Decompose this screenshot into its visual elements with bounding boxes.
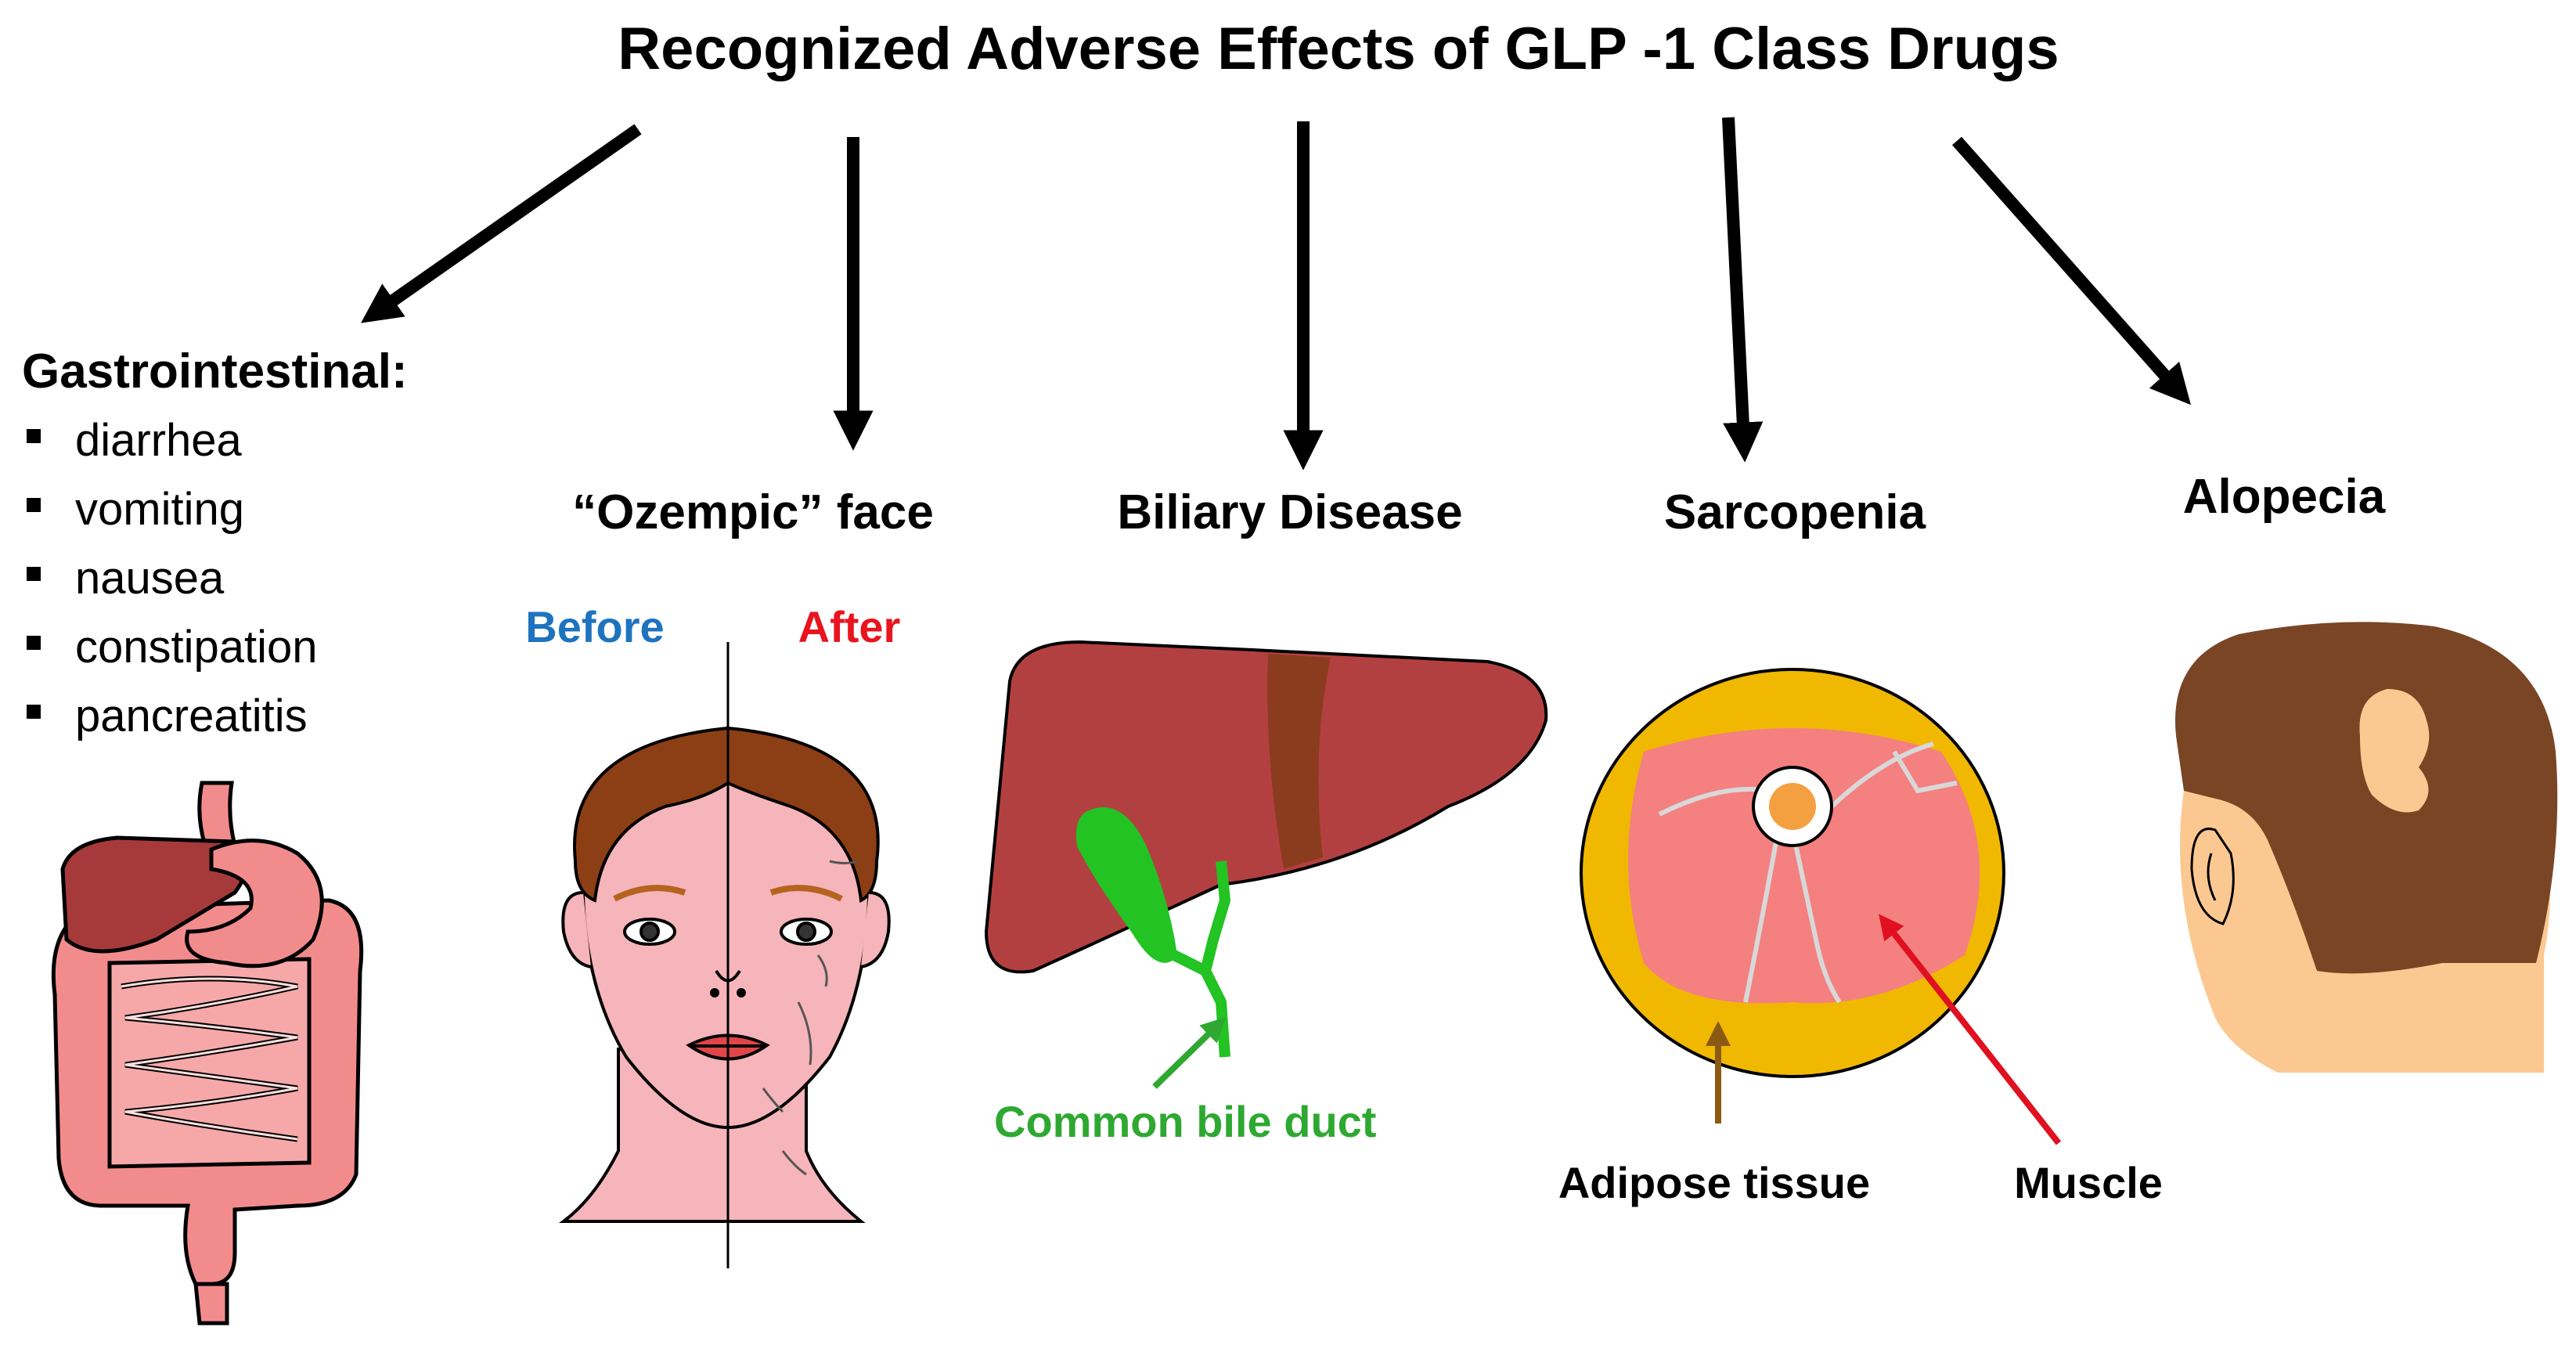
before-label: Before bbox=[525, 602, 664, 651]
arrow-to-alopecia bbox=[1952, 136, 2191, 406]
bile-duct-label: Common bile duct bbox=[994, 1097, 1376, 1146]
bullet bbox=[27, 498, 41, 512]
gastrointestinal-list: diarrhea vomiting nausea constipation pa… bbox=[27, 415, 318, 741]
list-item: diarrhea bbox=[75, 415, 243, 466]
digestive-system-illustration bbox=[51, 781, 364, 1326]
face-illustration bbox=[559, 726, 891, 1223]
alopecia-label: Alopecia bbox=[2183, 470, 2386, 524]
sarcopenia-section: Sarcopenia Adipose tissue Muscle bbox=[1558, 485, 2163, 1207]
ozempic-face-section: “Ozempic” face Before After bbox=[525, 485, 934, 1268]
liver-illustration bbox=[984, 640, 1548, 974]
arrow-to-gastrointestinal bbox=[361, 124, 642, 323]
biliary-disease-section: Biliary Disease Common bile duct bbox=[984, 485, 1548, 1146]
list-item: nausea bbox=[75, 553, 225, 604]
figure-title: Recognized Adverse Effects of GLP -1 Cla… bbox=[618, 16, 2059, 82]
adipose-tissue-label: Adipose tissue bbox=[1558, 1158, 1870, 1207]
biliary-disease-label: Biliary Disease bbox=[1117, 485, 1462, 539]
bullet bbox=[27, 567, 41, 581]
after-label: After bbox=[798, 602, 901, 651]
gastrointestinal-heading: Gastrointestinal: bbox=[22, 344, 408, 399]
bullet bbox=[27, 429, 41, 443]
list-item: constipation bbox=[75, 622, 318, 673]
list-item: pancreatitis bbox=[75, 691, 308, 741]
title-arrows bbox=[361, 117, 2191, 471]
alopecia-section: Alopecia bbox=[2175, 470, 2558, 1073]
muscle-arrow bbox=[1879, 914, 2062, 1145]
bullet bbox=[27, 636, 41, 650]
arrow-to-sarcopenia bbox=[1722, 117, 1764, 463]
bile-duct-arrow bbox=[1152, 1016, 1227, 1089]
head-illustration bbox=[2175, 622, 2558, 1073]
muscle-cross-section bbox=[1580, 668, 2005, 1078]
ozempic-face-label: “Ozempic” face bbox=[572, 485, 934, 539]
muscle-label: Muscle bbox=[2014, 1158, 2163, 1207]
sarcopenia-label: Sarcopenia bbox=[1664, 485, 1926, 539]
bullet bbox=[27, 705, 41, 719]
list-item: vomiting bbox=[75, 484, 244, 535]
gastrointestinal-section: Gastrointestinal: diarrhea vomiting naus… bbox=[22, 344, 408, 741]
